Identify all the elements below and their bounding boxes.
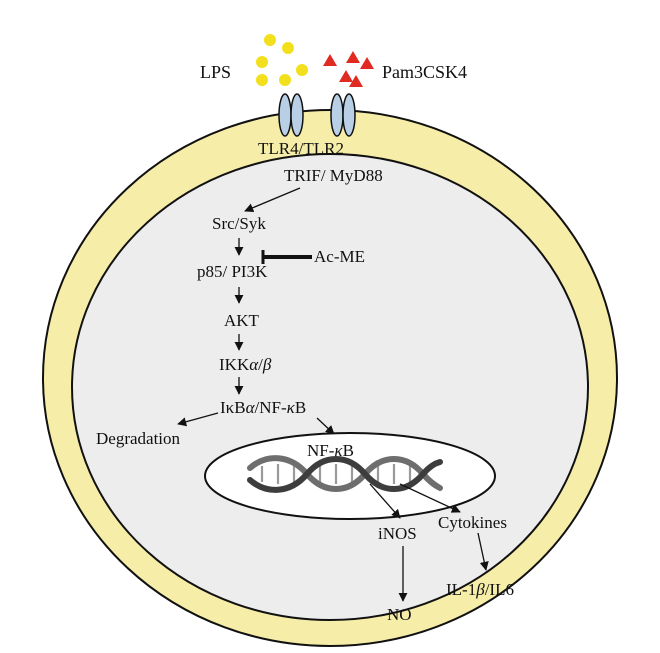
ikb-alpha: α: [246, 398, 256, 417]
arrow-ikb-to-nfkb: [316, 417, 335, 435]
ikk-beta: β: [262, 355, 272, 374]
lps-dot: [296, 64, 308, 76]
no-label: NO: [387, 605, 412, 624]
pam-triangle: [339, 70, 353, 82]
il-end: /IL6: [485, 580, 514, 599]
degradation-label: Degradation: [96, 429, 181, 448]
pam-triangle: [360, 57, 374, 69]
lps-dot: [256, 74, 268, 86]
pi3k-label: p85/ PI3K: [197, 262, 268, 281]
ikb-mid: /NF-: [255, 398, 287, 417]
arrow-dna-to-inos: [369, 483, 401, 519]
lps-dot: [279, 74, 291, 86]
receptor-lobe: [290, 93, 304, 137]
receptor-lobe: [342, 93, 356, 137]
ikk-sep: /: [258, 355, 263, 374]
inhibitor-label: Ac-ME: [314, 247, 365, 266]
arrow-ikb-to-degradation: [177, 412, 219, 427]
lps-label: LPS: [200, 62, 231, 82]
ikb-prefix: IκB: [220, 398, 246, 417]
ikb-end: B: [295, 398, 306, 417]
ikb-label: IκBα/NF-κB: [220, 398, 306, 417]
nfkb-kappa: κ: [334, 441, 343, 460]
ikk-alpha: α: [249, 355, 259, 374]
adaptor-label: TRIF/ MyD88: [284, 166, 383, 185]
pam-triangle: [346, 51, 360, 63]
arrow-adaptor-to-src: [244, 187, 301, 213]
akt-label: AKT: [224, 311, 260, 330]
lps-dot: [256, 56, 268, 68]
lps-dot: [282, 42, 294, 54]
il-prefix: IL-1: [446, 580, 476, 599]
nfkb-end: B: [343, 441, 354, 460]
dna-strand-b: [247, 456, 443, 493]
nucleus: [204, 432, 496, 520]
receptor-tlr4: [278, 93, 304, 137]
dna-helix-icon: [247, 455, 443, 493]
cell-cytoplasm: [71, 153, 589, 621]
il-beta: β: [475, 580, 485, 599]
pam-triangle: [349, 75, 363, 87]
lps-dot: [264, 34, 276, 46]
inos-label: iNOS: [378, 524, 417, 543]
ikb-kappa: κ: [287, 398, 296, 417]
src-syk-label: Src/Syk: [212, 214, 266, 233]
ikk-prefix: IKK: [219, 355, 250, 374]
receptor-lobe: [330, 93, 344, 137]
nfkb-prefix: NF-: [307, 441, 335, 460]
arrow-dna-to-cytokines: [399, 483, 461, 513]
cytokines-label: Cytokines: [438, 513, 507, 532]
pam-label: Pam3CSK4: [382, 62, 467, 82]
receptor-label: TLR4/TLR2: [258, 139, 344, 158]
il-label: IL-1β/IL6: [446, 580, 514, 599]
lps-dots: [256, 34, 308, 86]
receptor-tlr2: [330, 93, 356, 137]
ikk-label: IKKα/β: [219, 355, 272, 374]
arrow-cytokines-to-il: [477, 532, 489, 571]
pam-triangles: [323, 51, 374, 87]
nfkb-label: NF-κB: [307, 441, 354, 460]
receptor-lobe: [278, 93, 292, 137]
pam-triangle: [323, 54, 337, 66]
